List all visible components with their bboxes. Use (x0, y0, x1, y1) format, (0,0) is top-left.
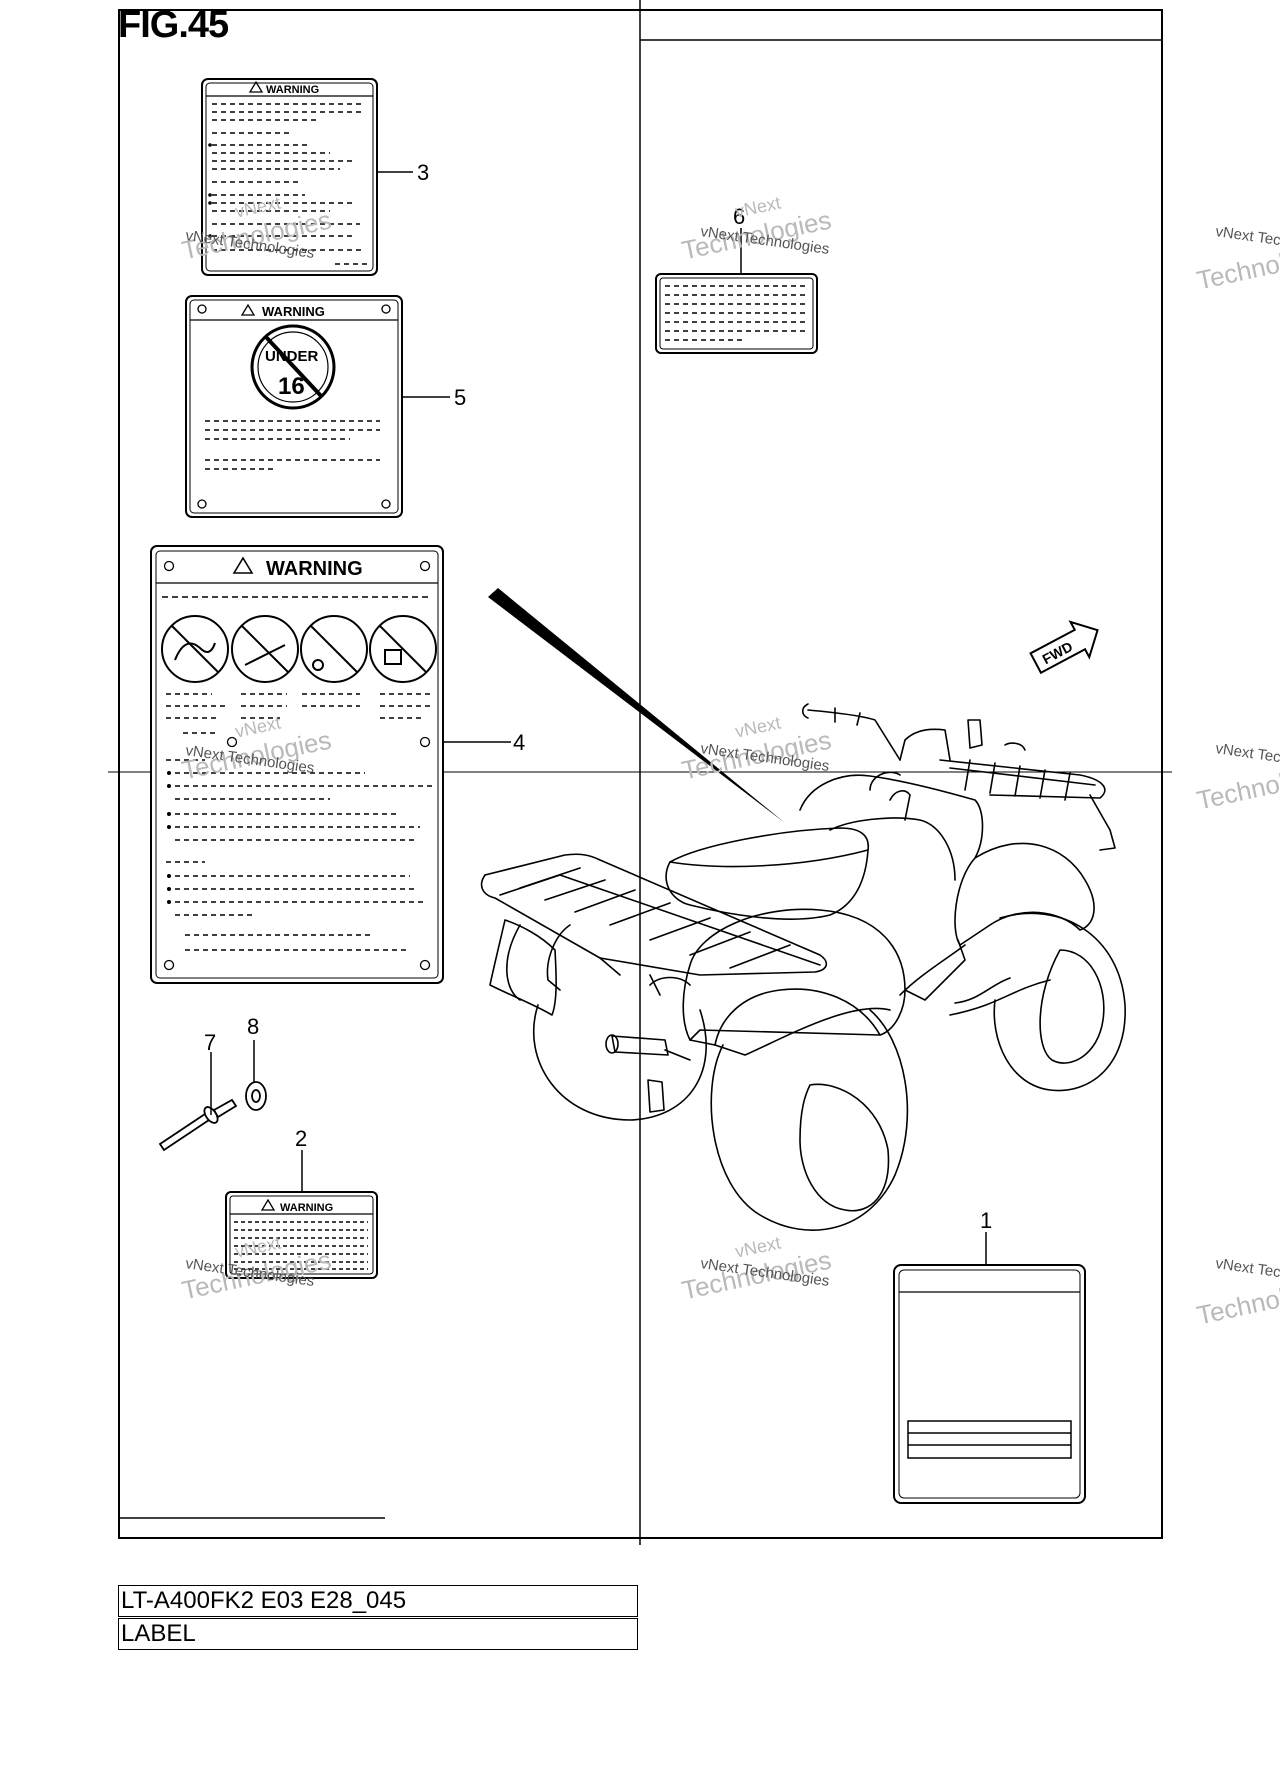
warning-title: WARNING (266, 84, 319, 96)
prohibited-icon-4 (369, 615, 437, 683)
rivet-7: 7 (158, 1030, 238, 1152)
callout-1: 1 (980, 1208, 992, 1233)
warning-label-4: WARNING (150, 545, 525, 984)
warning-label-5: WARNING UNDER 16 5 (185, 295, 466, 518)
callout-3: 3 (417, 160, 429, 185)
washer-8: 8 (245, 1014, 267, 1111)
warning-label-6: 6 (655, 204, 818, 354)
prohibited-icon-2 (231, 615, 299, 683)
warning-title: WARNING (262, 304, 325, 319)
callout-6: 6 (733, 204, 745, 229)
callout-4: 4 (513, 730, 525, 755)
under-text: UNDER (265, 348, 319, 365)
atv-illustration (480, 703, 1126, 1231)
warning-triangle-icon (240, 303, 256, 316)
prohibited-icon-1 (161, 615, 229, 683)
location-pointer-arrow (488, 588, 785, 823)
callout-2: 2 (295, 1126, 307, 1151)
warning-title: WARNING (280, 1202, 333, 1214)
callout-5: 5 (454, 385, 466, 410)
model-code-caption: LT-A400FK2 E03 E28_045 (118, 1585, 638, 1617)
callout-8: 8 (247, 1014, 259, 1039)
no-under-16-icon: UNDER 16 (250, 324, 336, 410)
warning-triangle-icon (232, 556, 254, 574)
section-name-caption: LABEL (118, 1618, 638, 1650)
warning-triangle-icon (248, 80, 264, 93)
warning-triangle-icon (260, 1198, 276, 1211)
callout-7: 7 (204, 1030, 216, 1055)
prohibited-icon-3 (300, 615, 368, 683)
age-text: 16 (278, 373, 305, 400)
warning-label-2: WARNING 2 (225, 1126, 378, 1279)
warning-title: WARNING (266, 558, 363, 580)
label-1: 1 (893, 1208, 1086, 1504)
fwd-arrow-icon: FWD (1029, 620, 1099, 675)
warning-label-3: WARNING 3 (201, 78, 429, 276)
